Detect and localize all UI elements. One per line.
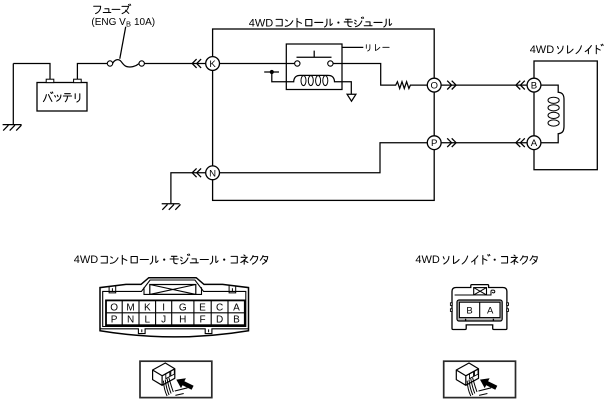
svg-text:K: K [209, 59, 216, 70]
svg-text:B: B [126, 19, 131, 28]
svg-text:B: B [531, 81, 537, 92]
svg-text:G: G [179, 302, 187, 313]
svg-text:4WD: 4WD [249, 17, 273, 29]
svg-text:I: I [162, 302, 165, 313]
svg-text:L: L [145, 315, 151, 326]
svg-text:4WD: 4WD [74, 254, 99, 266]
svg-text:N: N [127, 315, 134, 326]
svg-text:K: K [144, 302, 151, 313]
svg-text:D: D [216, 315, 223, 326]
svg-text:O: O [430, 81, 437, 92]
svg-text:N: N [209, 168, 216, 179]
svg-text:A: A [233, 302, 240, 313]
svg-text:B: B [466, 305, 472, 316]
svg-text:4WD: 4WD [530, 44, 555, 56]
svg-text:H: H [179, 315, 186, 326]
svg-text:A: A [487, 305, 494, 316]
svg-text:A: A [531, 138, 538, 149]
svg-text:4WD: 4WD [415, 254, 440, 266]
svg-text:P: P [431, 138, 437, 149]
svg-text:M: M [126, 302, 134, 313]
svg-text:B: B [233, 315, 240, 326]
svg-text:10A): 10A) [131, 17, 155, 28]
svg-text:O: O [110, 302, 118, 313]
svg-text:P: P [111, 315, 118, 326]
svg-text:E: E [199, 302, 206, 313]
svg-text:J: J [161, 315, 166, 326]
svg-text:F: F [199, 315, 205, 326]
svg-text:(ENG V: (ENG V [91, 17, 126, 28]
svg-text:C: C [216, 302, 223, 313]
